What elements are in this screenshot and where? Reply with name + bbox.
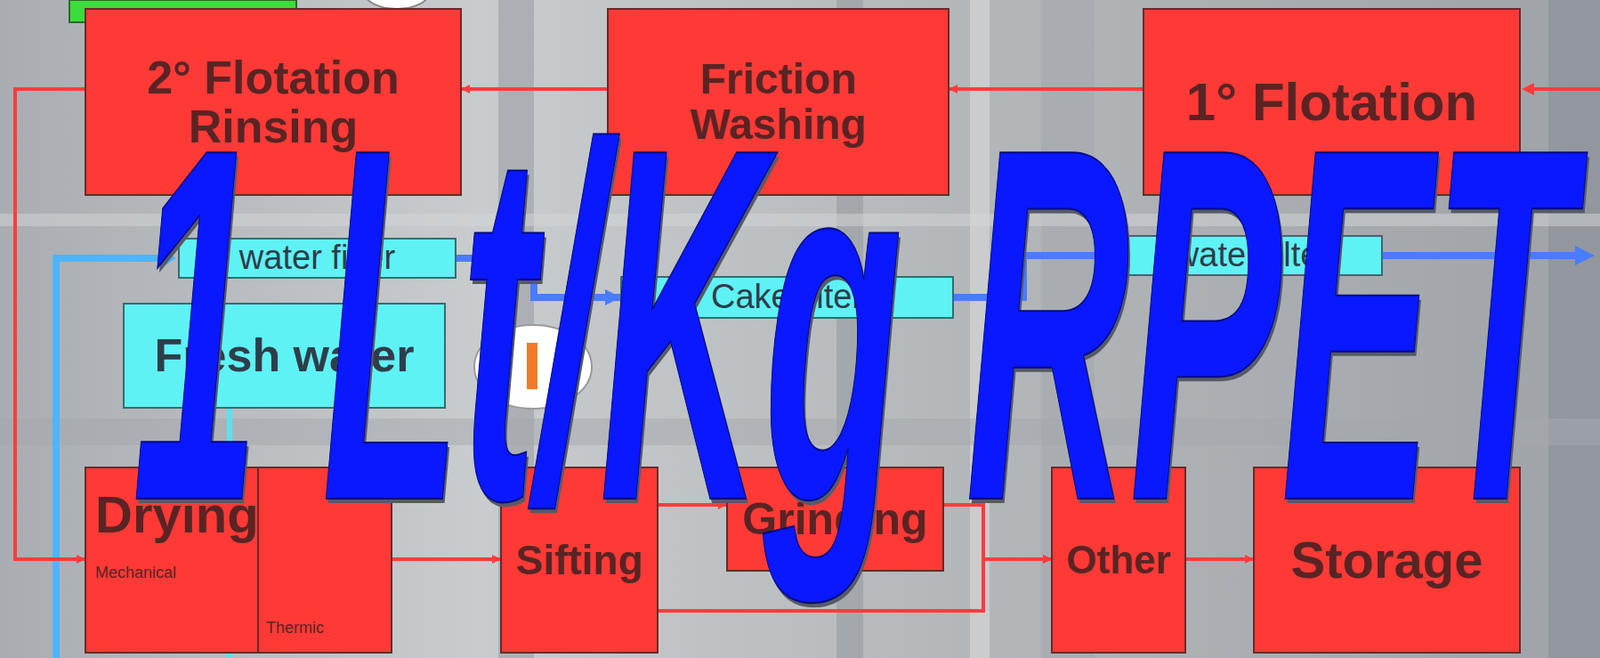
flow-arrow [15,88,85,559]
watermark-text: 1 Lt/Kg RPET [132,72,1572,576]
node-text: Thermic [266,619,324,637]
